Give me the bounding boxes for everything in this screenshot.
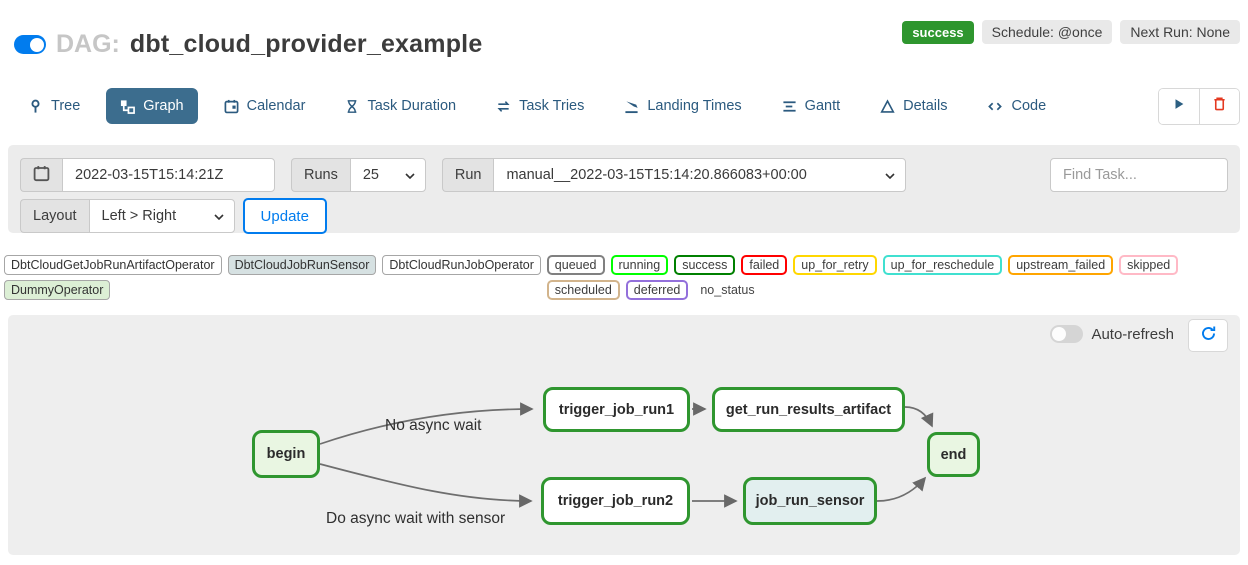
- tab-label: Details: [903, 98, 948, 114]
- tab-tree[interactable]: Tree: [14, 88, 94, 124]
- trash-icon: [1212, 96, 1227, 116]
- edge-label-no-async-wait: No async wait: [385, 417, 482, 434]
- runs-select[interactable]: 25: [349, 158, 426, 192]
- tab-label: Landing Times: [647, 98, 742, 114]
- tab-details[interactable]: Details: [866, 88, 961, 124]
- refresh-button[interactable]: [1188, 319, 1228, 352]
- tab-label: Graph: [143, 98, 184, 114]
- no-status-label[interactable]: no_status: [700, 283, 755, 297]
- auto-refresh-control: Auto-refresh: [1050, 325, 1174, 343]
- layout-group: Layout Left > Right: [20, 199, 235, 233]
- calendar-addon: [20, 158, 62, 192]
- tab-graph[interactable]: Graph: [106, 88, 198, 124]
- task-node-begin[interactable]: begin: [252, 430, 320, 478]
- tab-code[interactable]: Code: [973, 88, 1060, 124]
- code-icon: [987, 99, 1003, 114]
- dag-action-buttons: [1158, 87, 1240, 125]
- plane-landing-icon: [624, 99, 639, 114]
- find-task-input[interactable]: [1050, 158, 1228, 192]
- run-label: Run: [441, 158, 494, 192]
- operator-legend: DbtCloudGetJobRunArtifactOperator DbtClo…: [4, 255, 547, 300]
- header-badges: success Schedule: @once Next Run: None: [902, 20, 1240, 44]
- trigger-dag-button[interactable]: [1159, 88, 1199, 124]
- tab-task-duration[interactable]: Task Duration: [331, 88, 470, 124]
- dag-prefix-label: DAG:: [56, 30, 120, 58]
- run-group: Run manual__2022-03-15T15:14:20.866083+0…: [441, 158, 907, 192]
- state-badge[interactable]: running: [610, 255, 669, 275]
- state-badge[interactable]: up_for_reschedule: [882, 255, 1003, 275]
- hourglass-icon: [345, 99, 359, 114]
- gantt-icon: [782, 99, 797, 114]
- graph-icon: [120, 99, 136, 114]
- layout-select[interactable]: Left > Right: [88, 199, 235, 233]
- tab-label: Gantt: [804, 98, 841, 114]
- update-button[interactable]: Update: [242, 198, 327, 234]
- state-badge[interactable]: upstream_failed: [1008, 255, 1114, 275]
- calendar-icon: [224, 99, 239, 114]
- next-run-badge: Next Run: None: [1120, 20, 1240, 44]
- runs-group: Runs 25: [291, 158, 426, 192]
- tab-calendar[interactable]: Calendar: [210, 88, 320, 124]
- state-badge[interactable]: success: [674, 255, 736, 275]
- state-badge[interactable]: deferred: [625, 280, 689, 300]
- delete-dag-button[interactable]: [1199, 88, 1239, 124]
- tab-landing-times[interactable]: Landing Times: [610, 88, 755, 124]
- refresh-icon: [1200, 325, 1217, 347]
- chevron-down-icon: [885, 167, 896, 183]
- chevron-down-icon: [405, 167, 415, 183]
- legend: DbtCloudGetJobRunArtifactOperator DbtClo…: [4, 255, 1240, 300]
- toggle-knob: [1052, 327, 1067, 341]
- task-node-end[interactable]: end: [927, 432, 980, 477]
- auto-refresh-label: Auto-refresh: [1091, 325, 1174, 343]
- runs-value: 25: [362, 167, 379, 183]
- dag-graph-panel: Auto-refresh begin trigger_job_run1 get_…: [8, 315, 1240, 555]
- calendar-icon: [33, 165, 50, 186]
- auto-refresh-toggle[interactable]: [1050, 325, 1084, 343]
- runs-label: Runs: [291, 158, 350, 192]
- layout-value: Left > Right: [101, 208, 177, 224]
- dag-title: dbt_cloud_provider_example: [129, 30, 483, 58]
- dag-header: DAG: dbt_cloud_provider_example success …: [14, 14, 1240, 60]
- filter-panel: Runs 25 Run manual__2022-03-15T15:14:20.…: [8, 145, 1240, 234]
- task-node-trigger-job-run2[interactable]: trigger_job_run2: [541, 477, 690, 525]
- tab-label: Calendar: [246, 98, 306, 114]
- tab-label: Task Duration: [367, 98, 457, 114]
- tab-label: Task Tries: [519, 98, 585, 114]
- tab-label: Code: [1011, 98, 1047, 114]
- task-node-get-run-results-artifact[interactable]: get_run_results_artifact: [712, 387, 905, 432]
- state-badge[interactable]: queued: [546, 255, 605, 275]
- base-date-group: [20, 158, 275, 192]
- schedule-badge: Schedule: @once: [981, 20, 1113, 44]
- layout-label: Layout: [20, 199, 89, 233]
- view-tabbar: Tree Graph Calendar Task Duration Task T…: [14, 86, 1240, 126]
- play-icon: [1172, 97, 1186, 116]
- state-badge[interactable]: failed: [741, 255, 788, 275]
- task-node-trigger-job-run1[interactable]: trigger_job_run1: [543, 387, 690, 432]
- triangle-icon: [880, 98, 895, 114]
- chevron-down-icon: [213, 208, 224, 224]
- tab-label: Tree: [51, 98, 81, 114]
- edge-label-do-async-wait: Do async wait with sensor: [326, 510, 506, 527]
- task-node-job-run-sensor[interactable]: job_run_sensor: [743, 477, 877, 525]
- state-badge[interactable]: scheduled: [546, 280, 620, 300]
- state-legend: queued running success failed up_for_ret…: [546, 255, 1240, 300]
- operator-badge[interactable]: DbtCloudRunJobOperator: [382, 255, 541, 275]
- tab-gantt[interactable]: Gantt: [768, 88, 854, 124]
- repeat-icon: [496, 99, 511, 114]
- status-badge: success: [902, 20, 974, 44]
- toggle-knob: [29, 37, 44, 52]
- operator-badge[interactable]: DummyOperator: [4, 280, 111, 300]
- state-badge[interactable]: up_for_retry: [793, 255, 877, 275]
- tab-task-tries[interactable]: Task Tries: [482, 88, 598, 124]
- dag-edges: [319, 402, 934, 508]
- run-value: manual__2022-03-15T15:14:20.866083+00:00: [506, 167, 807, 183]
- tree-icon: [28, 99, 43, 114]
- operator-badge[interactable]: DbtCloudJobRunSensor: [227, 255, 377, 275]
- base-date-input[interactable]: [62, 158, 275, 192]
- dag-pause-toggle[interactable]: [14, 35, 46, 54]
- state-badge[interactable]: skipped: [1119, 255, 1179, 275]
- operator-badge[interactable]: DbtCloudGetJobRunArtifactOperator: [4, 255, 222, 275]
- run-select[interactable]: manual__2022-03-15T15:14:20.866083+00:00: [493, 158, 907, 192]
